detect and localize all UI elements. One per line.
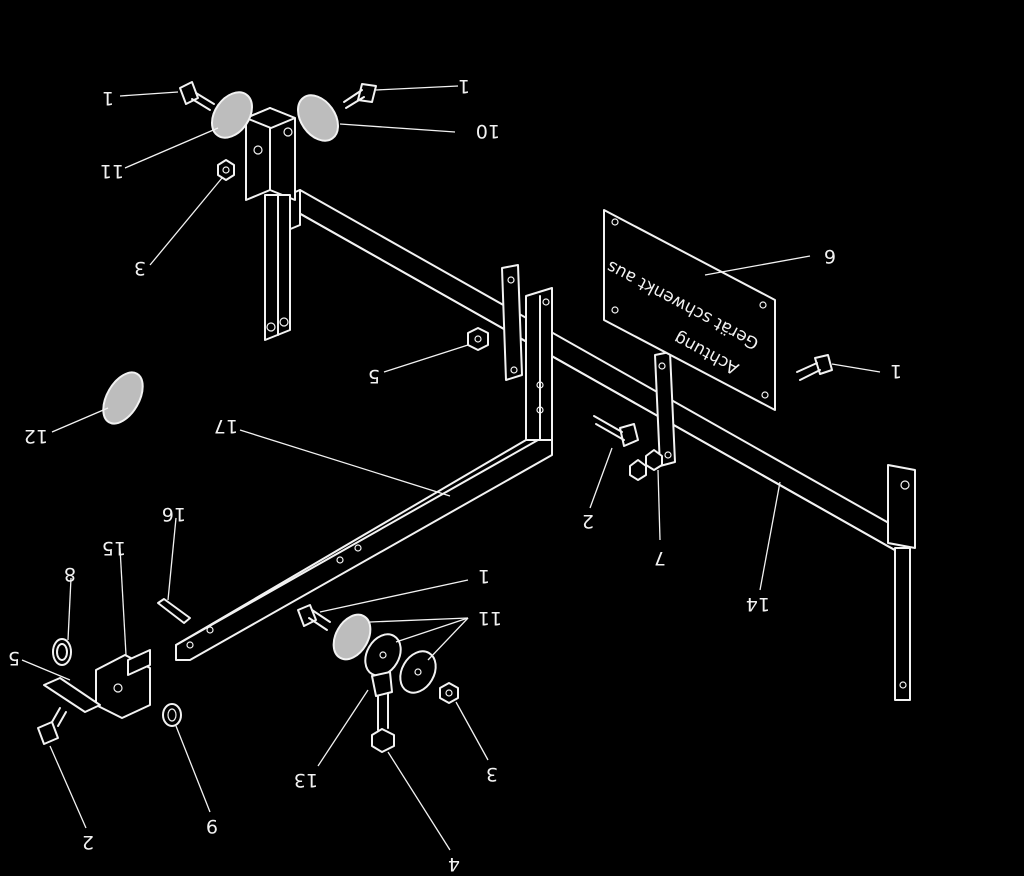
callout-9: 9 [206,815,218,837]
reflector-loose [102,371,144,425]
bolt-top-right [343,83,377,109]
reflector-top-right [297,94,339,142]
callout-1d: 1 [478,565,490,587]
callout-12: 12 [24,425,48,447]
callout-11a: 11 [100,160,124,182]
callout-13: 13 [294,769,318,791]
callout-2a: 2 [582,510,594,532]
washer-9 [162,703,182,727]
callout-2b: 2 [82,831,94,853]
reflector-top-left [211,91,253,139]
nut-top [217,159,235,181]
strap-right-1 [654,351,676,467]
callout-1a: 1 [102,87,114,109]
callout-4: 4 [448,853,460,875]
reflector-lower [332,613,372,661]
bolt-mid [593,415,639,447]
bolt-plate [796,354,833,381]
strap-end [887,464,916,701]
nut-4 [371,728,395,753]
strap-mid-2 [525,287,553,449]
bolt-top-left [179,81,215,111]
bolt-lower-1 [297,604,331,631]
callout-7: 7 [654,547,666,569]
callout-labels: 1 1 10 11 3 6 5 1 12 17 2 7 14 16 15 8 5… [8,75,902,875]
pin [157,598,191,624]
nuts-pair [629,449,663,481]
callout-11b: 11 [478,607,502,629]
strap-mid-1 [501,264,523,381]
callout-8: 8 [64,563,76,585]
bolt-lower-left [37,707,67,745]
leader-lines [21,85,881,851]
clamp-bracket [43,649,151,719]
nut-mid [467,327,489,351]
callout-3b: 3 [486,763,498,785]
callout-14: 14 [746,593,770,615]
callout-3a: 3 [134,257,146,279]
callout-15: 15 [102,537,126,559]
ring-8 [52,638,72,666]
callout-1c: 1 [890,360,902,382]
nut-3-lower [439,682,459,704]
callout-17: 17 [214,415,238,437]
arm [175,439,553,661]
washer-lower-1 [364,633,402,677]
callout-6: 6 [824,245,836,267]
washer-lower-2 [399,650,437,694]
callout-10: 10 [476,120,500,142]
callout-5a: 5 [368,365,380,387]
top-bracket [245,107,296,341]
callout-1b: 1 [458,75,470,97]
callout-16: 16 [162,503,186,525]
eye-bolt-13 [371,671,393,731]
callout-5b: 5 [8,647,20,669]
